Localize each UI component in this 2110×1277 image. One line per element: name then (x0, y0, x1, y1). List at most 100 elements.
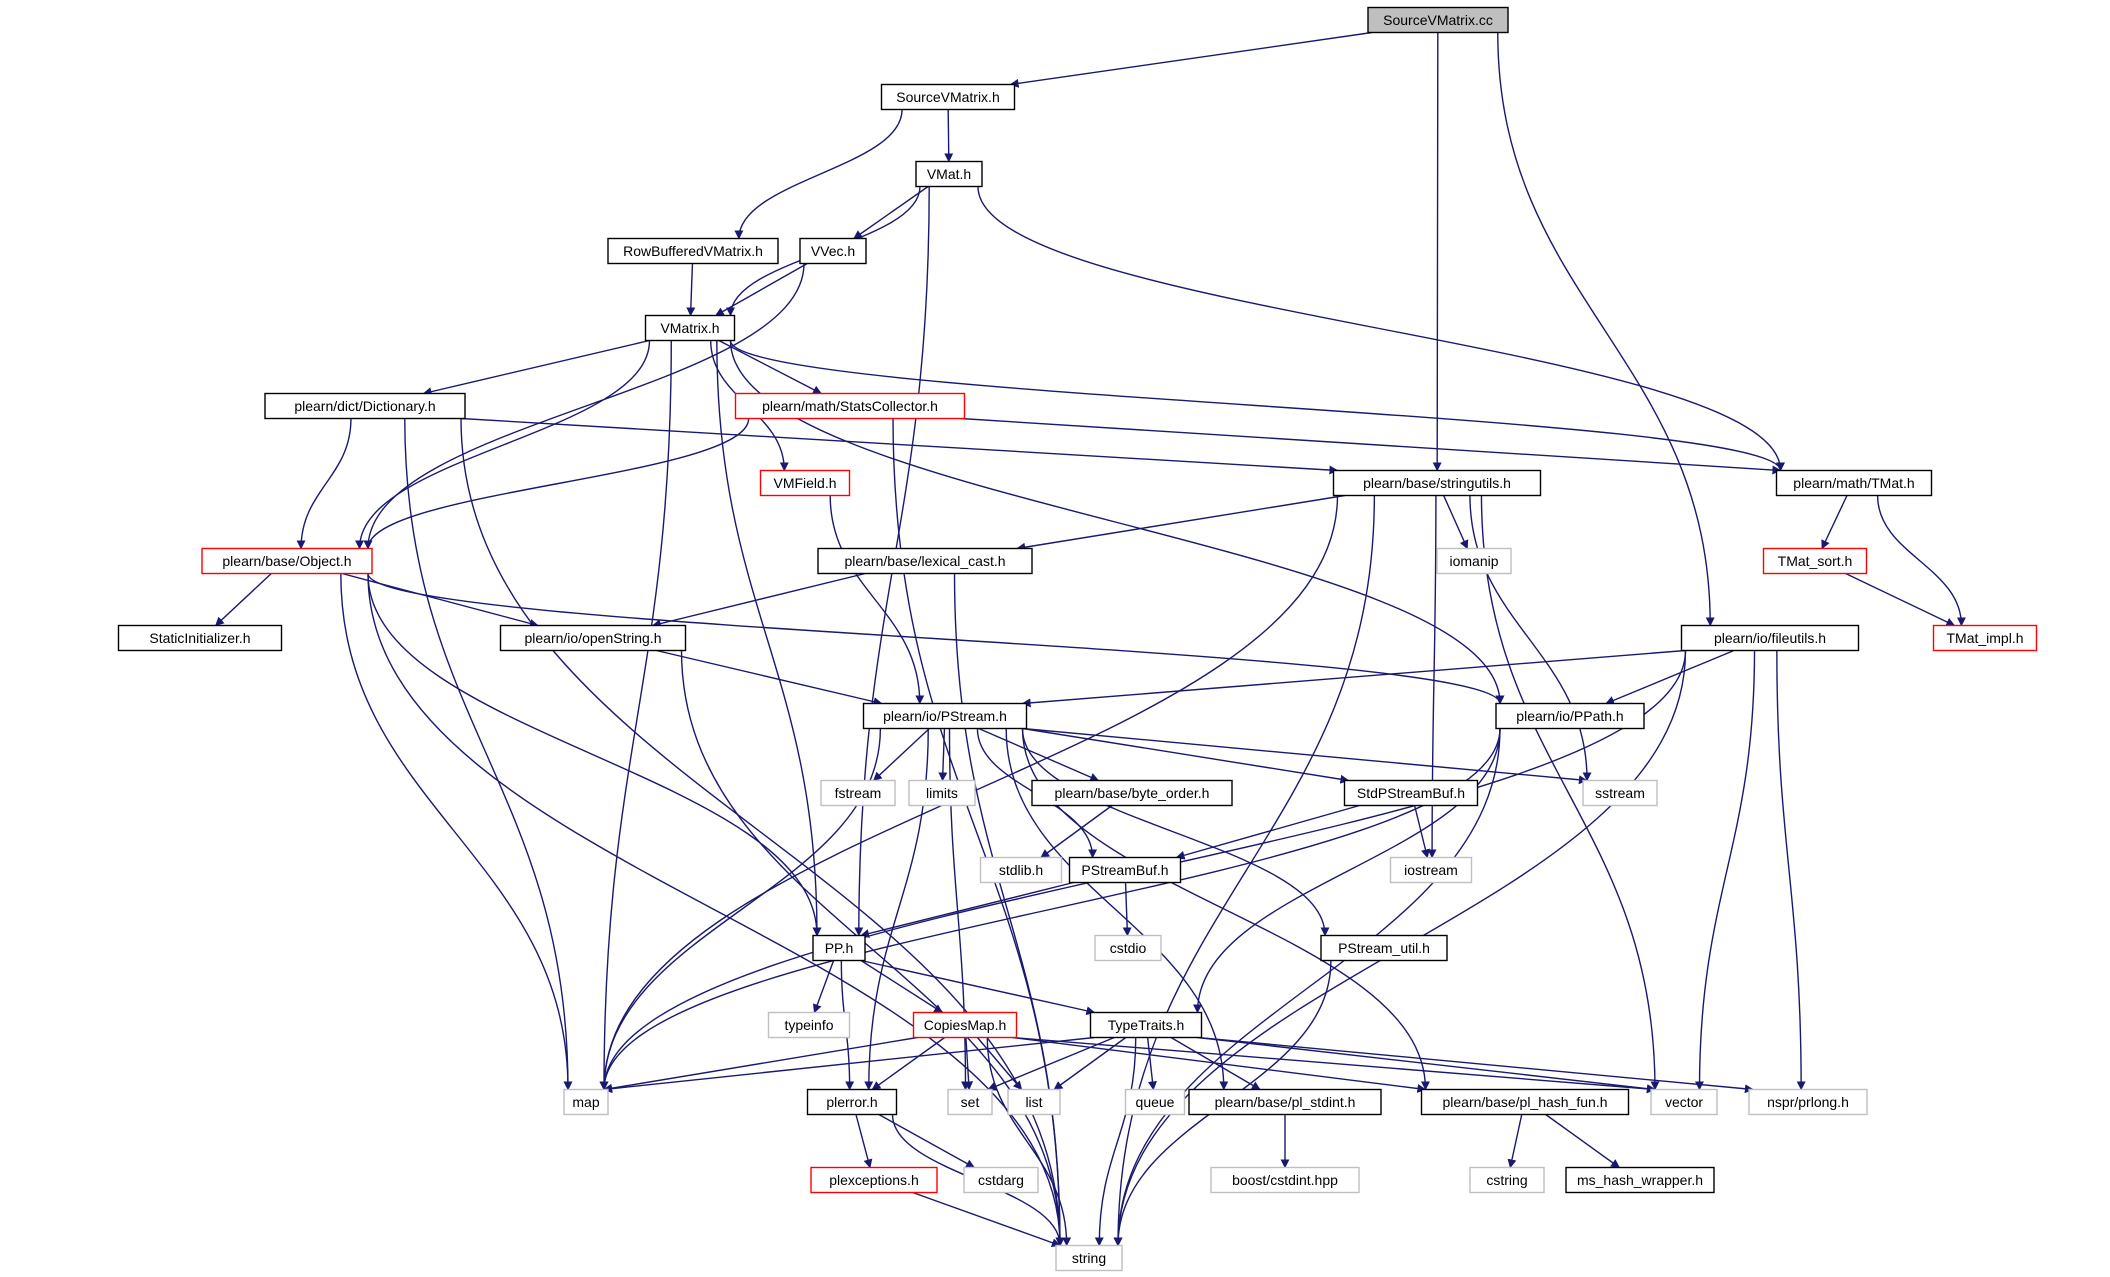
node-box (1332, 469, 1542, 497)
node-tmatsort[interactable]: TMat_sort.h (1762, 547, 1868, 575)
node-box (1650, 1088, 1718, 1116)
node-label: plearn/dict/Dictionary.h (294, 398, 435, 414)
edge-pstream-to-fstream (873, 727, 930, 782)
node-label: cstring (1486, 1172, 1527, 1188)
node-stats[interactable]: plearn/math/StatsCollector.h (734, 392, 966, 420)
node-box (820, 779, 896, 807)
node-svm-h[interactable]: SourceVMatrix.h (880, 83, 1016, 111)
node-stdlib[interactable]: stdlib.h (979, 856, 1063, 884)
node-label: string (1072, 1250, 1106, 1266)
edge-vmatrix-to-stats (718, 339, 822, 395)
node-box (734, 392, 966, 420)
node-label: boost/cstdint.hpp (1232, 1172, 1338, 1188)
edge-vmatrix-to-tmat (729, 340, 1785, 472)
node-label: TMat_sort.h (1778, 553, 1853, 569)
node-iostream[interactable]: iostream (1389, 856, 1473, 884)
node-prlong[interactable]: nspr/prlong.h (1748, 1088, 1868, 1116)
node-object[interactable]: plearn/base/Object.h (201, 547, 373, 575)
node-vvec[interactable]: VVec.h (799, 237, 867, 265)
node-label: TMat_impl.h (1946, 630, 2023, 646)
edge-vmatrix-to-pp (716, 340, 822, 937)
node-dict[interactable]: plearn/dict/Dictionary.h (264, 392, 466, 420)
edge-copiesmap-to-plerror (871, 1036, 946, 1091)
node-svm-cc[interactable]: SourceVMatrix.cc (1367, 6, 1509, 34)
node-pstream[interactable]: plearn/io/PStream.h (862, 702, 1028, 730)
node-box (908, 779, 976, 807)
node-pp[interactable]: PP.h (812, 934, 866, 962)
edge-copiesmap-to-vector (1012, 1036, 1656, 1094)
edge-svm-cc-to-stringutils (1432, 32, 1442, 472)
node-boostcstdint[interactable]: boost/cstdint.hpp (1210, 1166, 1360, 1194)
edge-plhash-to-cstring (1507, 1114, 1523, 1169)
node-vmat[interactable]: VMat.h (915, 160, 983, 188)
node-iomanip[interactable]: iomanip (1436, 547, 1512, 575)
node-cstdarg[interactable]: cstdarg (963, 1166, 1039, 1194)
edge-plerror-to-cstdarg (878, 1113, 975, 1169)
node-set[interactable]: set (947, 1088, 993, 1116)
node-label: plearn/math/StatsCollector.h (762, 398, 938, 414)
node-lexcast[interactable]: plearn/base/lexical_cast.h (817, 547, 1033, 575)
node-typeinfo[interactable]: typeinfo (767, 1011, 851, 1039)
node-ppath[interactable]: plearn/io/PPath.h (1495, 702, 1645, 730)
node-tmat[interactable]: plearn/math/TMat.h (1775, 469, 1933, 497)
node-vector[interactable]: vector (1650, 1088, 1718, 1116)
node-cstring[interactable]: cstring (1469, 1166, 1545, 1194)
node-staticinit[interactable]: StaticInitializer.h (117, 624, 283, 652)
edge-plhash-to-mshash (1545, 1113, 1621, 1169)
node-box (1124, 1088, 1186, 1116)
edge-psbuf-to-cstdio (1122, 882, 1132, 937)
node-openstring[interactable]: plearn/io/openString.h (499, 624, 687, 652)
node-box (1420, 1088, 1630, 1116)
node-psutil[interactable]: PStream_util.h (1320, 934, 1448, 962)
node-psbuf[interactable]: PStreamBuf.h (1068, 856, 1182, 884)
node-queue[interactable]: queue (1124, 1088, 1186, 1116)
node-mshash[interactable]: ms_hash_wrapper.h (1565, 1166, 1715, 1194)
node-label: typeinfo (784, 1017, 833, 1033)
node-box (1320, 934, 1448, 962)
node-vmfield[interactable]: VMField.h (759, 469, 851, 497)
node-vmatrix[interactable]: VMatrix.h (644, 314, 736, 342)
node-label: SourceVMatrix.h (896, 89, 999, 105)
node-cstdio[interactable]: cstdio (1094, 934, 1162, 962)
node-label: list (1025, 1094, 1042, 1110)
node-list[interactable]: list (1007, 1088, 1061, 1116)
node-label: VMatrix.h (660, 320, 719, 336)
node-limits[interactable]: limits (908, 779, 976, 807)
node-box (799, 237, 867, 265)
node-label: RowBufferedVMatrix.h (623, 243, 763, 259)
node-plstdint[interactable]: plearn/base/pl_stdint.h (1188, 1088, 1382, 1116)
node-stringutils[interactable]: plearn/base/stringutils.h (1332, 469, 1542, 497)
node-label: plearn/io/PPath.h (1516, 708, 1623, 724)
node-map[interactable]: map (563, 1088, 609, 1116)
node-fstream[interactable]: fstream (820, 779, 896, 807)
edge-pstream-to-byteorder (978, 727, 1100, 782)
edge-stdpsb-to-psbuf (1175, 804, 1360, 860)
node-plhash[interactable]: plearn/base/pl_hash_fun.h (1420, 1088, 1630, 1116)
node-sstream[interactable]: sstream (1582, 779, 1658, 807)
edge-ppath-to-typetraits (1193, 728, 1501, 1014)
edge-copiesmap-to-plhash (1012, 1036, 1427, 1093)
node-stdpsb[interactable]: StdPStreamBuf.h (1343, 779, 1479, 807)
node-copiesmap[interactable]: CopiesMap.h (912, 1011, 1018, 1039)
edge-copiesmap-to-string (986, 1037, 1072, 1247)
node-label: cstdio (1110, 940, 1147, 956)
node-plexc[interactable]: plexceptions.h (810, 1166, 938, 1194)
edge-fileutils-to-pstream (1021, 649, 1686, 708)
edge-typetraits-to-prlong (1197, 1036, 1754, 1094)
edge-pp-to-typetraits (860, 959, 1096, 1016)
node-label: VVec.h (811, 243, 855, 259)
edge-object-to-ppath (367, 573, 1505, 705)
node-fileutils[interactable]: plearn/io/fileutils.h (1680, 624, 1860, 652)
node-rbvm[interactable]: RowBufferedVMatrix.h (607, 237, 779, 265)
edge-svm-h-to-rbvm (734, 109, 903, 240)
node-tmatimpl[interactable]: TMat_impl.h (1932, 624, 2038, 652)
node-string[interactable]: string (1055, 1244, 1123, 1272)
node-typetraits[interactable]: TypeTraits.h (1089, 1011, 1203, 1039)
node-plerror[interactable]: plerror.h (806, 1088, 898, 1116)
edge-object-to-staticinit (215, 572, 272, 627)
node-box (979, 856, 1063, 884)
node-byteorder[interactable]: plearn/base/byte_order.h (1031, 779, 1233, 807)
node-box (817, 547, 1033, 575)
edge-vmat-to-vvec (853, 185, 929, 240)
